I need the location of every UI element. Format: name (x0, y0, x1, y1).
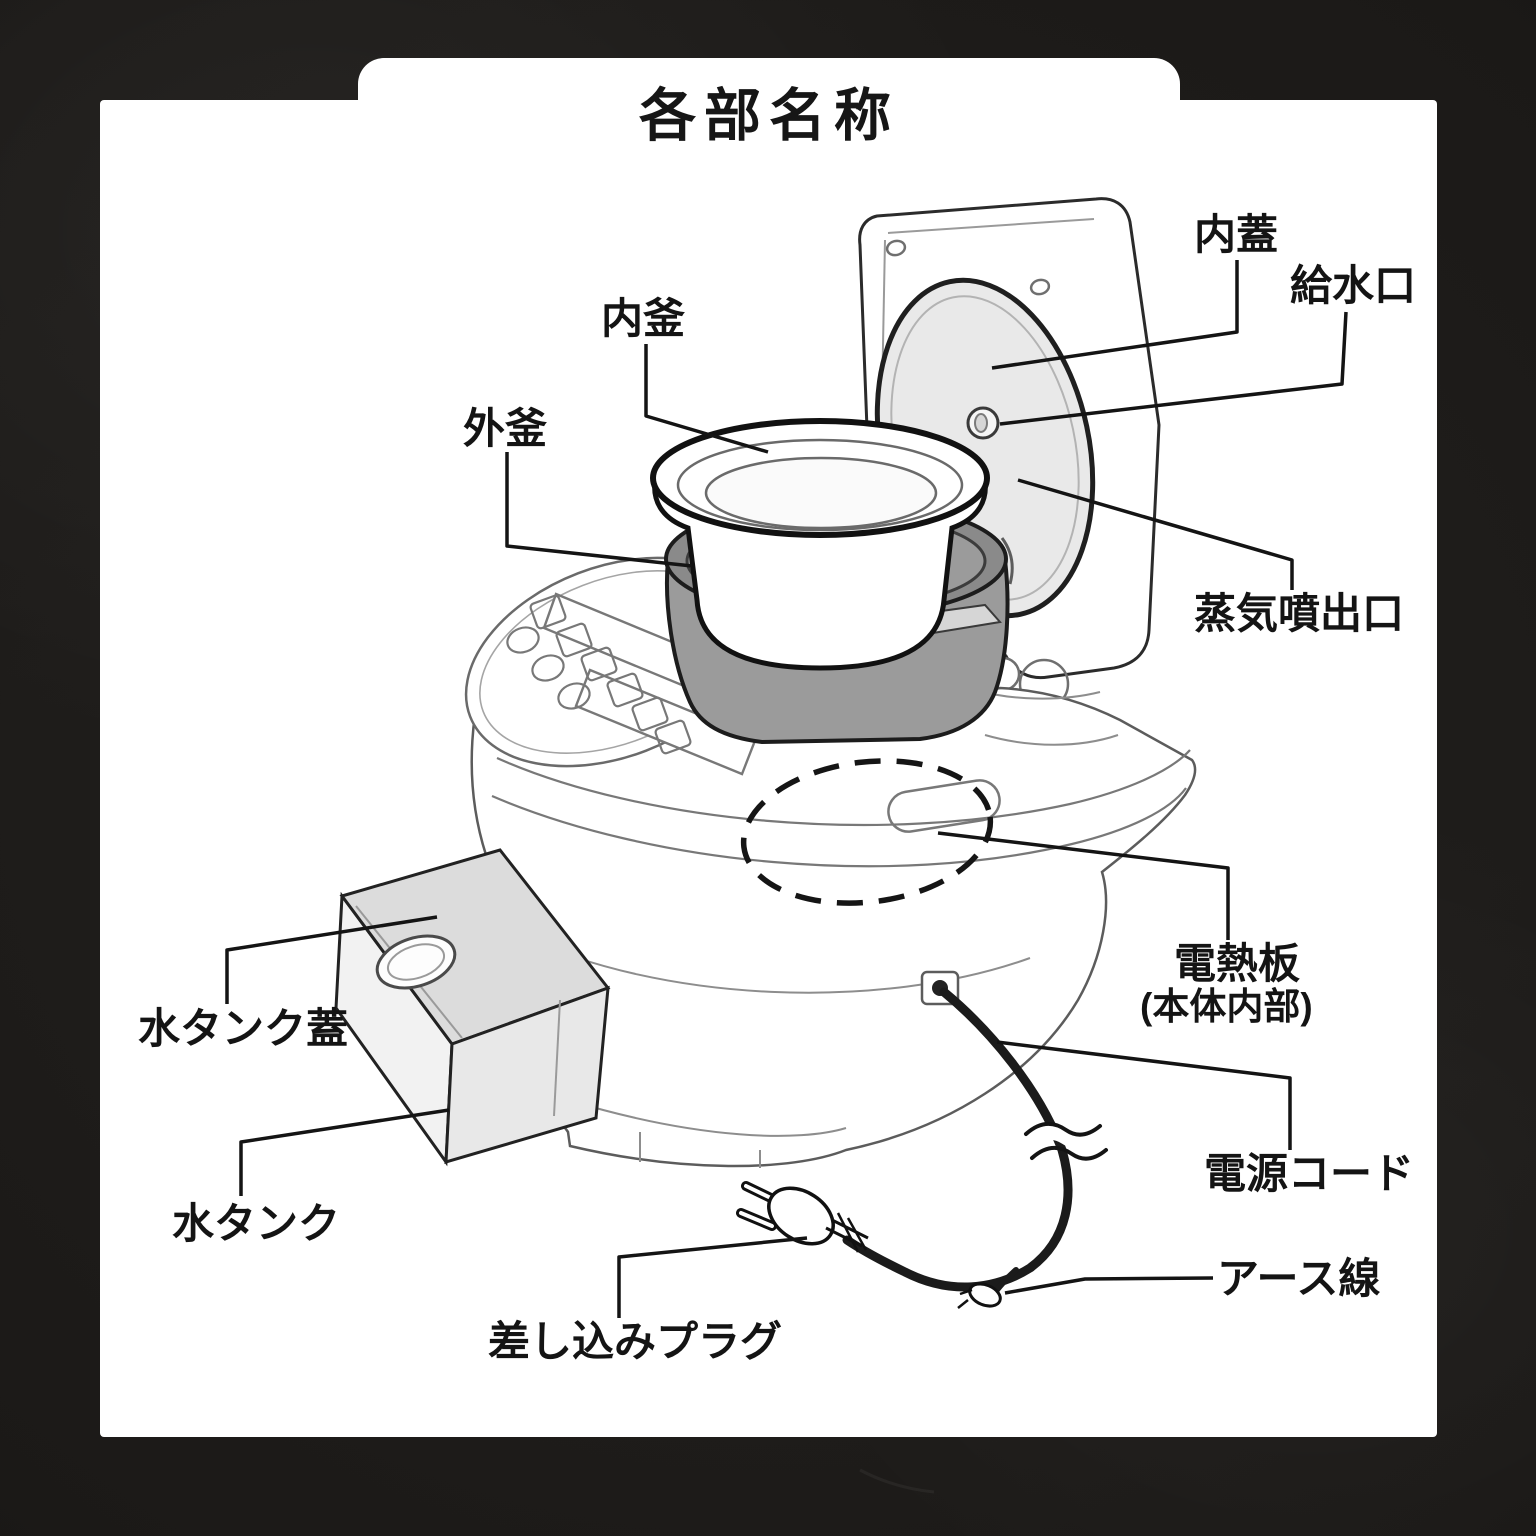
cord-break-gap (1020, 1124, 1110, 1151)
label-steam-vent: 蒸気噴出口 (1194, 590, 1405, 637)
water-tank-group (334, 848, 611, 1167)
leader-tank-lid (225, 915, 438, 1004)
page-title: 各部名称 (639, 84, 899, 148)
label-inner-pot: 内釜 (601, 295, 686, 342)
leader-power-cord (996, 1040, 1292, 1150)
label-plug: 差し込みプラグ (488, 1318, 783, 1365)
water-tank-front (444, 985, 610, 1165)
leader-earth-wire (1004, 1276, 1214, 1295)
lid-screw-left (885, 239, 907, 257)
inner-pot-shape (650, 418, 990, 671)
earth-terminal (957, 1267, 1019, 1309)
heating-plate-dashed-outline (740, 758, 994, 906)
label-heating-plate: 電熱板 (1174, 940, 1301, 987)
leader-inner-pot (644, 344, 769, 454)
label-inner-lid: 内蓋 (1194, 211, 1279, 258)
leader-plug (617, 1236, 808, 1318)
deck-handle-groove (887, 779, 1001, 833)
label-outer-pot: 外釜 (463, 405, 548, 452)
water-inlet-port (966, 406, 1000, 440)
leader-steam-vent (1017, 478, 1294, 590)
label-heating-plate-note: (本体内部) (1140, 986, 1313, 1027)
lid-screw-right (1029, 278, 1051, 296)
leader-outer-pot (505, 452, 693, 568)
leader-inner-lid (991, 260, 1239, 370)
label-water-tank-lid: 水タンク蓋 (138, 1005, 349, 1052)
leader-heating-plate (937, 831, 1230, 940)
label-water-inlet: 給水口 (1290, 262, 1417, 309)
leader-water-inlet (999, 311, 1348, 426)
panel-buttons (506, 594, 692, 755)
power-cord (842, 987, 1110, 1292)
label-earth-wire: アース線 (1217, 1255, 1381, 1302)
label-water-tank: 水タンク (172, 1200, 341, 1247)
label-power-cord: 電源コード (1204, 1150, 1415, 1197)
plug (736, 1181, 869, 1253)
tank-fill-hole (375, 934, 457, 990)
leader-tank (239, 1108, 450, 1196)
